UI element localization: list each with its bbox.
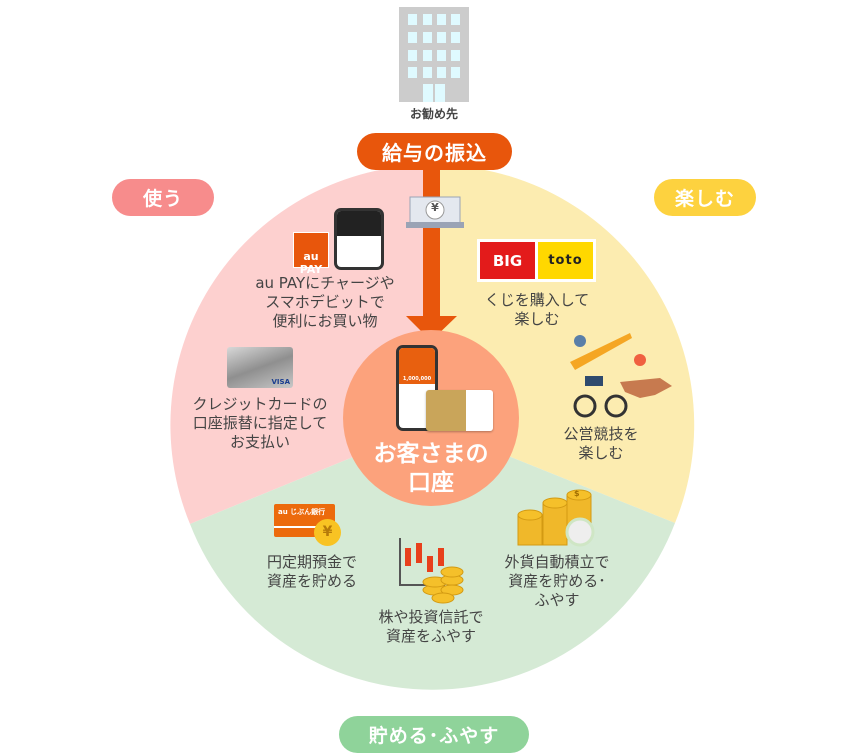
salary-transfer-badge: 給与の振込: [357, 133, 512, 170]
flow-arrow-shaft: [423, 160, 440, 318]
yen-coin-icon: ¥: [314, 519, 341, 546]
save-item-investment-text: 株や投資信託で 資産をふやす: [378, 608, 484, 645]
yen-symbol: ¥: [431, 201, 439, 214]
enjoy-item-racing-text: 公営競技を 楽しむ: [563, 425, 639, 462]
save-item-foreign-currency-text: 外貨自動積立で 資産を貯める･ ふやす: [504, 553, 610, 609]
enjoy-badge: 楽しむ: [654, 179, 756, 216]
toto-logo: toto: [538, 242, 593, 279]
workplace-label: お勧め先: [409, 107, 458, 121]
dollar-coins-icon: [517, 489, 595, 547]
lottery-logos: BIG toto: [477, 239, 596, 282]
public-racing-icon: [570, 333, 672, 418]
dollar-symbol: $: [574, 489, 580, 498]
coin-stacks-icon: [422, 566, 464, 604]
au-pay-logo: au PAY: [293, 232, 329, 276]
enjoy-item-lottery-text: くじを購入して 楽しむ: [484, 291, 590, 328]
customer-account-label: お客さまの 口座: [373, 441, 489, 496]
save-grow-badge: 貯める･ふやす: [339, 716, 529, 753]
smartphone-app-image: [334, 208, 384, 270]
save-item-time-deposit-text: 円定期預金で 資産を貯める: [266, 553, 358, 590]
big-logo: BIG: [480, 242, 535, 279]
use-badge: 使う: [112, 179, 214, 216]
atm-icon: [406, 196, 464, 228]
credit-card-image: VISA: [227, 347, 293, 388]
au-bank-card-image: [426, 390, 493, 431]
use-item-credit-card-text: クレジットカードの 口座振替に指定して お支払い: [192, 395, 328, 451]
flow-arrow-head: [406, 316, 457, 341]
use-item-au-pay-text: au PAYにチャージや スマホデビットで 便利にお買い物: [255, 274, 395, 330]
office-building-icon: [399, 7, 469, 102]
